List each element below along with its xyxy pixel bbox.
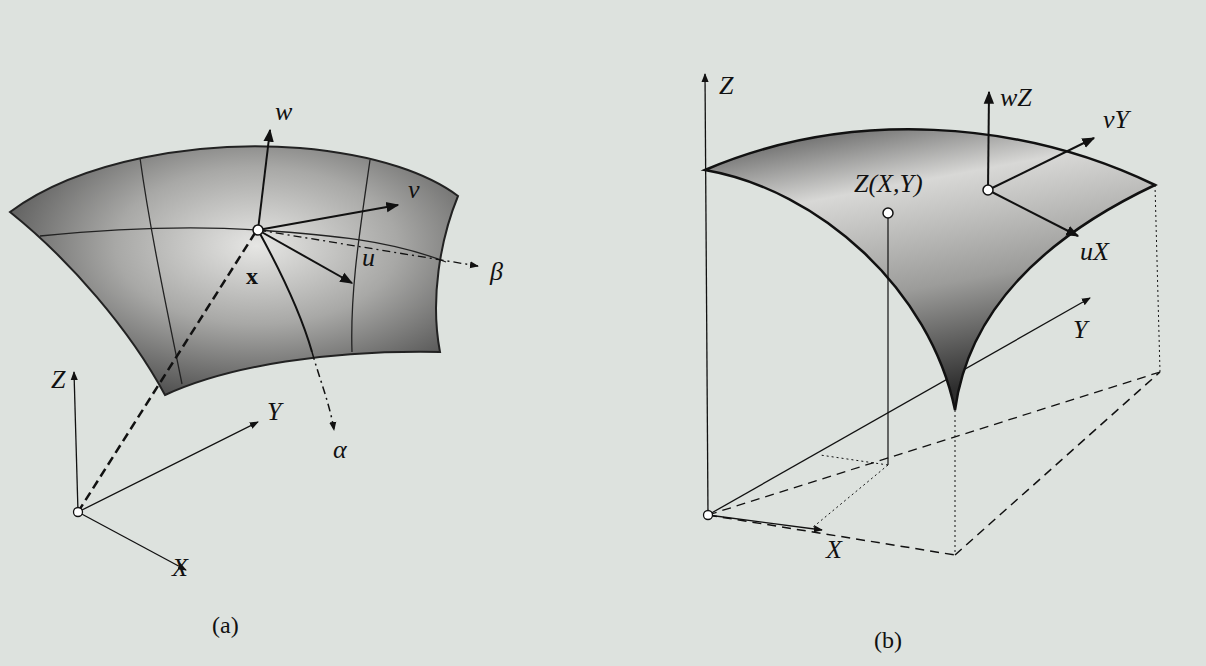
axis-label: X [172, 555, 188, 581]
vector-label: uX [1080, 239, 1109, 265]
point-label: Z(X,Y) [854, 171, 923, 197]
axis-label: Y [267, 399, 281, 425]
axis-label: Z [719, 73, 733, 99]
vector-label: v [408, 177, 420, 203]
vector-label: wZ [1000, 85, 1032, 111]
point-label: x [246, 264, 258, 288]
direction-label: β [490, 259, 503, 285]
vector-label: u [362, 245, 375, 271]
axis-label: X [826, 537, 842, 563]
vector-label: vY [1103, 107, 1129, 133]
panel-label: (b) [874, 628, 902, 652]
panel-label: (a) [212, 613, 239, 637]
vector-label: w [275, 99, 292, 125]
direction-label: α [333, 437, 347, 463]
axis-label: Y [1073, 317, 1087, 343]
axis-label: Z [51, 367, 65, 393]
